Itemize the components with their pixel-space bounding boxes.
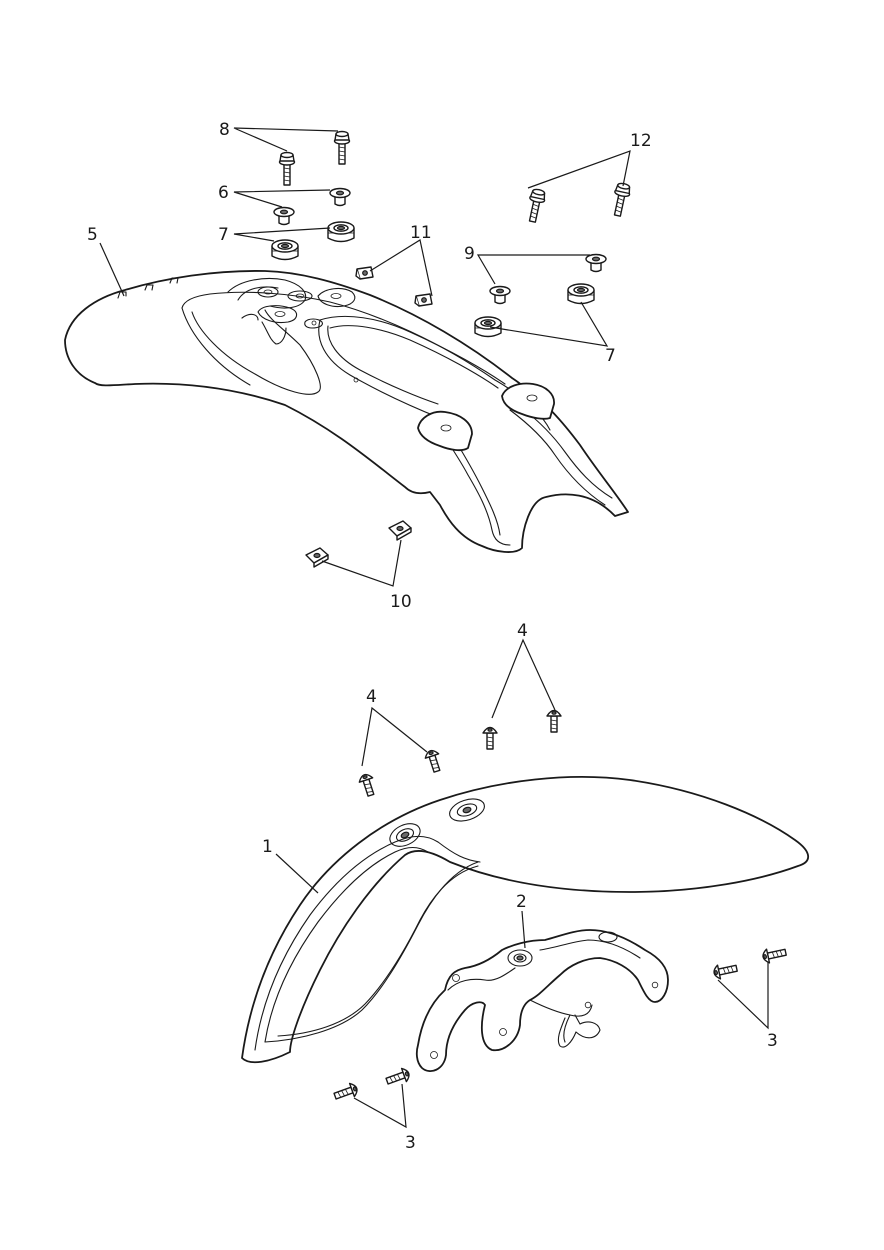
leader-lines [99,127,769,1129]
bolt-12a [524,187,548,224]
mudguard-bracket [415,929,669,1072]
rear-mudguard [64,270,629,553]
front-mudguard [241,776,810,1064]
clip-nut-10b [388,520,412,541]
callout-11: 11 [410,223,432,243]
callout-4-left: 4 [366,687,377,707]
bolt-12b [609,181,633,218]
rear-mount-bolt-8b [333,130,351,165]
callout-2: 2 [516,892,527,912]
callout-4-right: 4 [517,621,528,641]
rear-mount-bolt-8a [278,151,296,186]
callout-7-lower: 7 [605,346,616,366]
callout-3-right: 3 [767,1031,778,1051]
clip-11b [414,293,433,307]
callout-8: 8 [219,120,230,140]
bracket-screw-3a [711,960,739,981]
spacer-6b [329,187,351,207]
grommet-7b [327,221,355,243]
spacer-9b [585,253,607,273]
fixing-screw-4c [482,726,498,750]
callout-3-left: 3 [405,1133,416,1153]
spacer-6a [273,206,295,226]
clip-nut-10a [305,547,329,568]
fixing-screw-4d [546,709,562,733]
spacer-9a [489,285,511,305]
bracket-screw-3d [383,1066,412,1089]
callout-6: 6 [218,183,229,203]
bracket-screw-3b [760,944,788,965]
callout-10: 10 [390,592,412,612]
callout-9: 9 [464,244,475,264]
clip-11a [355,266,374,280]
grommet-7c [474,316,502,338]
callout-12: 12 [630,131,652,151]
callout-labels: 1 2 3 3 4 4 5 6 7 7 8 9 10 11 12 [87,120,778,1153]
callout-1: 1 [262,837,273,857]
callout-7-upper: 7 [218,225,229,245]
fixing-screw-4a [356,771,379,799]
grommet-7d [567,283,595,305]
callout-5: 5 [87,225,98,245]
bracket-screw-3c [331,1081,360,1104]
grommet-7a [271,239,299,261]
